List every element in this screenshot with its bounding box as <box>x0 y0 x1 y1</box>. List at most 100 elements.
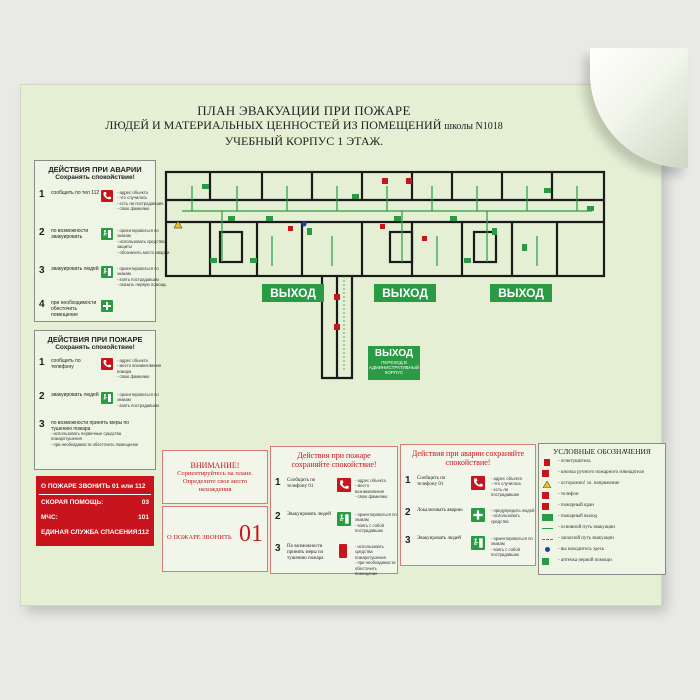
mchs-line: МЧС: 101 <box>41 514 149 521</box>
bottom-accident-row-2: 2 Локализовать аварию - предупредить люд… <box>403 505 535 539</box>
legend-item-main-route: - основной путь эвакуации <box>542 524 662 534</box>
exit-running-man-icon <box>101 392 113 404</box>
divider <box>39 494 151 495</box>
legend-label: - огнетушитель <box>558 459 591 464</box>
legend-title: УСЛОВНЫЕ ОБОЗНАЧЕНИЯ <box>553 447 651 456</box>
ambulance-number: 03 <box>141 499 149 506</box>
legend-label: - пожарный выход <box>558 514 598 519</box>
row-number: 3 <box>39 419 45 430</box>
exit-running-man-icon <box>471 536 485 550</box>
mchs-label: МЧС: <box>41 514 58 521</box>
phone-icon <box>337 478 351 492</box>
legend-item-you-are-here: - вы находитесь здесь <box>542 546 662 556</box>
legend-label: - запасной путь эвакуации <box>558 536 614 541</box>
exit-sign-middle: ВЫХОД <box>374 284 436 302</box>
row-text: сообщить по тел 112 <box>51 190 100 196</box>
fire-phone-label: О ПОЖАРЕ ЗВОНИТЬ 01 или 112 <box>41 483 146 490</box>
row-number: 2 <box>39 227 45 238</box>
row-text: сообщить по телефону <box>51 358 81 370</box>
title-line-1: ПЛАН ЭВАКУАЦИИ ПРИ ПОЖАРЕ <box>197 103 411 118</box>
corridor-exit-title: ВЫХОД <box>374 348 414 359</box>
exit-sign-corridor: ВЫХОД ПЕРЕХОД В АДМИНИСТРАТИВНЫЙ КОРПУС <box>368 346 420 380</box>
row-number: 2 <box>405 507 411 518</box>
title-line-2-suffix: школы N1018 <box>444 121 503 132</box>
row-text: по возможности эвакуировать <box>51 228 89 240</box>
fire-actions-panel: ДЕЙСТВИЯ ПРИ ПОЖАРЕ Сохранять спокойстви… <box>34 330 161 470</box>
legend-label: - телефон <box>558 492 579 497</box>
row-text: при необходимости обесточить помещение <box>51 300 97 318</box>
attention-title: ВНИМАНИЕ! <box>190 461 240 470</box>
accident-row-2: 2 по возможности эвакуировать - ориентир… <box>37 225 169 259</box>
row-text: По возможности принять меры по тушению п… <box>287 544 324 561</box>
corridor-exit-subtitle: ПЕРЕХОД В АДМИНИСТРАТИВНЫЙ КОРПУС <box>368 360 420 375</box>
row-notes: - ориентироваться по знакам - взять с со… <box>355 512 397 534</box>
row-number: 2 <box>275 511 281 522</box>
fire-row-1: 1 сообщить по телефону - адрес объекта -… <box>37 355 161 389</box>
row-number: 2 <box>39 391 45 402</box>
row-number: 1 <box>39 189 45 200</box>
reserve-route-line-icon <box>542 539 553 540</box>
legend-panel: УСЛОВНЫЕ ОБОЗНАЧЕНИЯ - огнетушитель - кн… <box>538 443 666 575</box>
you-are-here-icon <box>545 547 550 552</box>
row-notes: - использовать первичные средства пожаро… <box>51 431 139 447</box>
fire-hydrant-icon <box>542 503 549 510</box>
legend-item-phone: - телефон <box>542 491 662 501</box>
fire-panel-subtitle: Сохранять спокойствие! <box>55 344 135 351</box>
phone-icon <box>542 492 549 499</box>
accident-row-1: 1 сообщить по тел 112 - адрес объекта - … <box>37 187 163 221</box>
title-line-3: УЧЕБНЫЙ КОРПУС 1 ЭТАЖ. <box>224 134 384 148</box>
row-text: Локализовать аварию <box>417 508 463 513</box>
exit-sign-left: ВЫХОД <box>262 284 324 302</box>
title-line-2: ЛЮДЕЙ И МАТЕРИАЛЬНЫХ ЦЕННОСТЕЙ ИЗ ПОМЕЩЕ… <box>105 118 442 132</box>
row-notes: - использовать средства пожаротушения - … <box>355 544 396 577</box>
evacuation-routes <box>182 186 592 266</box>
row-number: 3 <box>275 543 281 554</box>
legend-label: - осторожно! эл. напряжение <box>558 481 620 486</box>
voltage-warning-icon <box>542 481 552 488</box>
fire-equipment-markers <box>288 178 427 330</box>
bottom-accident-actions: Действия при аварии сохраняйте спокойств… <box>400 444 536 566</box>
exit-running-man-icon <box>101 266 113 278</box>
row-number: 3 <box>405 535 411 546</box>
legend-label: - вы находитесь здесь <box>558 547 605 552</box>
rescue-line: ЕДИНАЯ СЛУЖБА СПАСЕНИЯ: 112 <box>41 529 149 536</box>
fire-exit-icon <box>542 514 553 521</box>
main-route-line-icon <box>542 528 553 529</box>
bottom-accident-row-3: 3 Эвакуировать людей - ориентироваться п… <box>403 533 533 567</box>
row-text: эвакуировать людей <box>51 266 99 272</box>
legend-label: - основной путь эвакуации <box>558 525 615 530</box>
you-are-here-icon <box>301 221 307 227</box>
row-text: Сообщить по телефону 01 <box>287 478 316 489</box>
accident-row-4: 4 при необходимости обесточить помещение <box>37 297 153 331</box>
bottom-fire-row-3: 3 По возможности принять меры по тушению… <box>273 541 396 577</box>
fire-phone-line: О ПОЖАРЕ ЗВОНИТЬ 01 или 112 <box>41 483 149 490</box>
fire-call-label: О ПОЖАРЕ ЗВОНИТЬ <box>167 534 232 541</box>
first-aid-cross-icon <box>101 300 113 312</box>
ambulance-label: СКОРАЯ ПОМОЩЬ: <box>41 499 104 506</box>
phone-icon <box>471 476 485 490</box>
attention-box: ВНИМАНИЕ! Сориентируйтесь на плане. Опре… <box>162 450 268 504</box>
bottom-fire-title: Действия при пожаре сохраняйте спокойств… <box>291 451 377 469</box>
row-notes: - предупредить людей - использовать сред… <box>491 508 535 524</box>
attention-text: Сориентируйтесь на плане. Определите сво… <box>177 470 253 493</box>
rescue-number: 112 <box>138 529 150 536</box>
row-number: 1 <box>405 475 411 486</box>
ambulance-line: СКОРАЯ ПОМОЩЬ: 03 <box>41 499 149 506</box>
first-aid-cross-icon <box>542 558 549 565</box>
phone-icon <box>101 190 113 202</box>
fire-call-box: О ПОЖАРЕ ЗВОНИТЬ 01 <box>162 506 268 572</box>
exit-running-man-icon <box>101 228 113 240</box>
exit-sign-right: ВЫХОД <box>490 284 552 302</box>
row-number: 3 <box>39 265 45 276</box>
legend-item-fire-hydrant: - пожарный кран <box>542 502 662 512</box>
mchs-number: 101 <box>138 514 149 521</box>
row-text: эвакуировать людей <box>51 392 99 398</box>
row-text: Сообщить по телефону 01 <box>417 476 446 487</box>
legend-item-reserve-route: - запасной путь эвакуации <box>542 535 662 545</box>
legend-label: - кнопка ручного пожарного извещателя <box>558 470 644 475</box>
row-notes: - адрес объекта - что случилось - есть л… <box>117 190 164 212</box>
row-text: по возможности принять меры по тушению п… <box>51 420 130 432</box>
row-number: 4 <box>39 299 45 310</box>
legend-item-voltage: - осторожно! эл. напряжение <box>542 480 662 490</box>
row-text: Эвакуировать людей <box>417 536 461 541</box>
